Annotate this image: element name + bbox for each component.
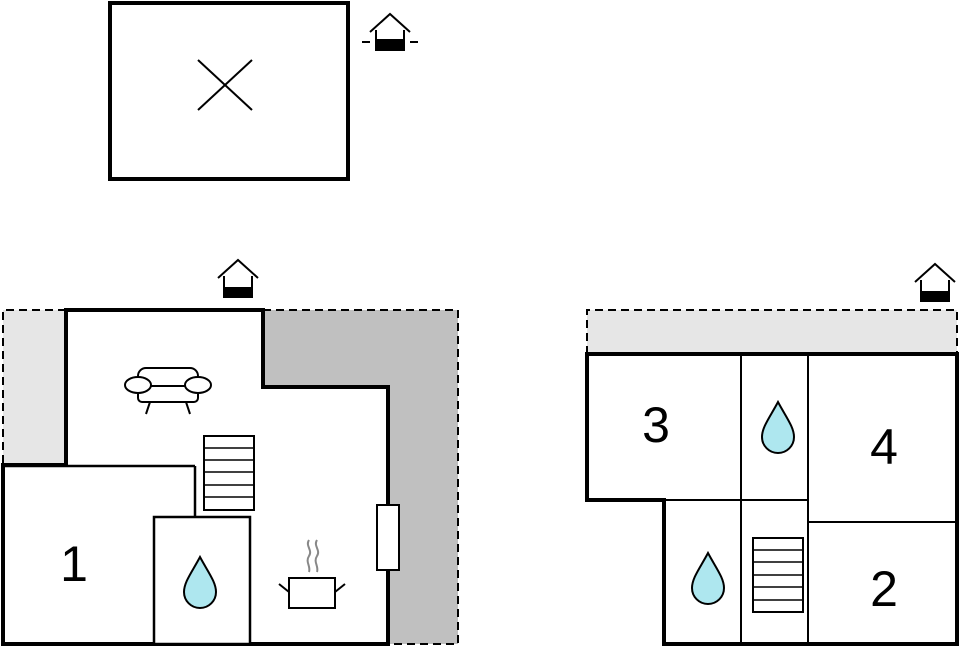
terrace-right	[263, 310, 458, 644]
cooking-pot-icon	[278, 539, 346, 609]
water-drop-icon	[182, 554, 218, 609]
terrace-left	[3, 310, 66, 465]
outbuilding	[108, 1, 350, 181]
ground-floor: 1	[1, 308, 459, 646]
terrace-top	[587, 310, 957, 354]
stairs-icon	[203, 435, 255, 511]
room-4-label: 4	[870, 419, 898, 475]
entrance-icon	[217, 258, 259, 298]
entrance-icon	[914, 262, 956, 302]
window-icon	[376, 504, 400, 571]
room-2-label: 2	[870, 561, 898, 617]
water-drop-icon	[690, 550, 726, 605]
room-1-label: 1	[60, 536, 88, 592]
cross-icon	[197, 59, 253, 111]
room-3-label: 3	[642, 397, 670, 453]
water-drop-icon	[760, 399, 796, 454]
sofa-icon	[124, 367, 212, 415]
upper-floor: 3 4 2	[585, 309, 959, 646]
stairs-icon	[752, 537, 804, 613]
entrance-icon	[362, 12, 418, 51]
